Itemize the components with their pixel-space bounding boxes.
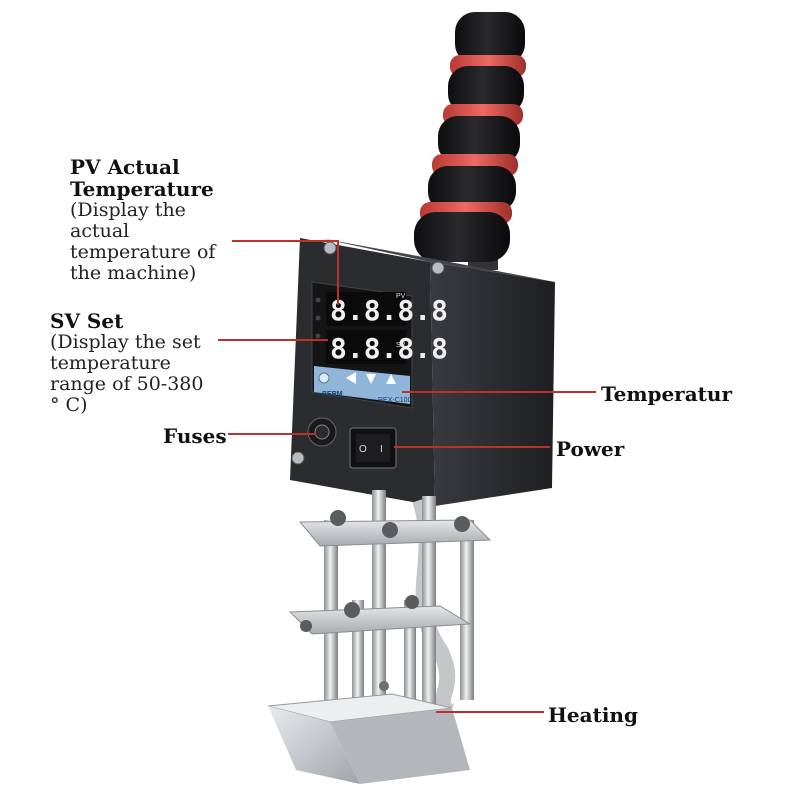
power-switch-off-mark: O <box>359 444 367 455</box>
screw-top-left <box>323 241 337 255</box>
sv-desc-line1: (Display the set <box>50 331 201 353</box>
brand-text: BERM <box>322 391 343 398</box>
lower-plate <box>288 605 472 635</box>
power-rocker <box>356 434 390 462</box>
rod-4 <box>460 520 474 700</box>
sv-desc-line4: ° C) <box>50 394 88 416</box>
handle-grip-5 <box>414 212 510 262</box>
bolt-lower-1 <box>344 602 360 618</box>
handle-grip-1 <box>455 12 525 64</box>
pv-callout-line <box>232 240 339 305</box>
pv-desc-line3: temperature of <box>70 241 216 263</box>
heater-bolt <box>379 681 389 691</box>
pv-desc-line1: (Display the <box>70 199 186 221</box>
pv-callout: PV Actual Temperature (Display the actua… <box>70 156 250 284</box>
sv-callout: SV Set (Display the set temperature rang… <box>50 310 240 416</box>
handle-grip-2 <box>448 66 524 114</box>
temperatur-label: Temperatur <box>601 382 732 406</box>
callout-lines <box>218 240 596 713</box>
screw-top-right <box>431 261 445 275</box>
heating-block <box>267 681 470 784</box>
led-3 <box>315 333 321 339</box>
bolt-upper-3 <box>454 516 470 532</box>
heating-block-side <box>330 708 470 784</box>
sv-title: SV Set <box>50 309 124 333</box>
pv-title-line2: Temperature <box>70 177 214 201</box>
bolt-lower-2 <box>405 595 419 609</box>
rod-2 <box>422 496 436 706</box>
pv-desc-line2: actual <box>70 220 130 242</box>
sv-desc-line2: temperature <box>50 352 171 374</box>
control-box: 8.8.8.8 8.8.8.8 PV SV BERM REX-C100 O I <box>290 238 555 506</box>
rod-1 <box>372 490 386 710</box>
heating-label: Heating <box>548 703 638 727</box>
bolt-upper-1 <box>330 510 346 526</box>
fuse-cap <box>314 424 330 440</box>
screw-bottom-left <box>291 451 305 465</box>
led-1 <box>315 297 321 303</box>
sv-tag: SV <box>396 342 406 349</box>
led-2 <box>315 315 321 321</box>
handle <box>414 12 526 270</box>
pv-title-line1: PV Actual <box>70 155 180 179</box>
power-switch-on-mark: I <box>380 444 383 455</box>
down-arrow-key[interactable] <box>366 374 376 384</box>
sv-desc-line3: range of 50-380 <box>50 373 204 395</box>
pv-desc-line4: the machine) <box>70 262 197 284</box>
pv-window <box>326 292 406 326</box>
bolt-upper-2 <box>382 522 398 538</box>
bolt-lower-3 <box>300 620 312 632</box>
power-label: Power <box>556 437 625 461</box>
pv-digits: 8.8.8.8 <box>330 294 448 327</box>
box-top <box>320 238 555 282</box>
handle-grip-4 <box>428 166 516 212</box>
fuses-label: Fuses <box>163 424 227 448</box>
pv-tag: PV <box>396 293 406 300</box>
box-side <box>430 262 555 506</box>
left-arrow-key[interactable] <box>346 372 356 384</box>
rod-6 <box>404 600 416 720</box>
set-key[interactable] <box>318 372 330 384</box>
sv-digits: 8.8.8.8 <box>330 332 448 365</box>
sv-window <box>326 330 406 364</box>
heating-block-front <box>268 706 360 784</box>
handle-grip-3 <box>438 116 520 164</box>
model-text: REX-C100 <box>378 397 412 404</box>
key-strip <box>314 366 410 404</box>
up-arrow-key[interactable] <box>386 374 396 384</box>
